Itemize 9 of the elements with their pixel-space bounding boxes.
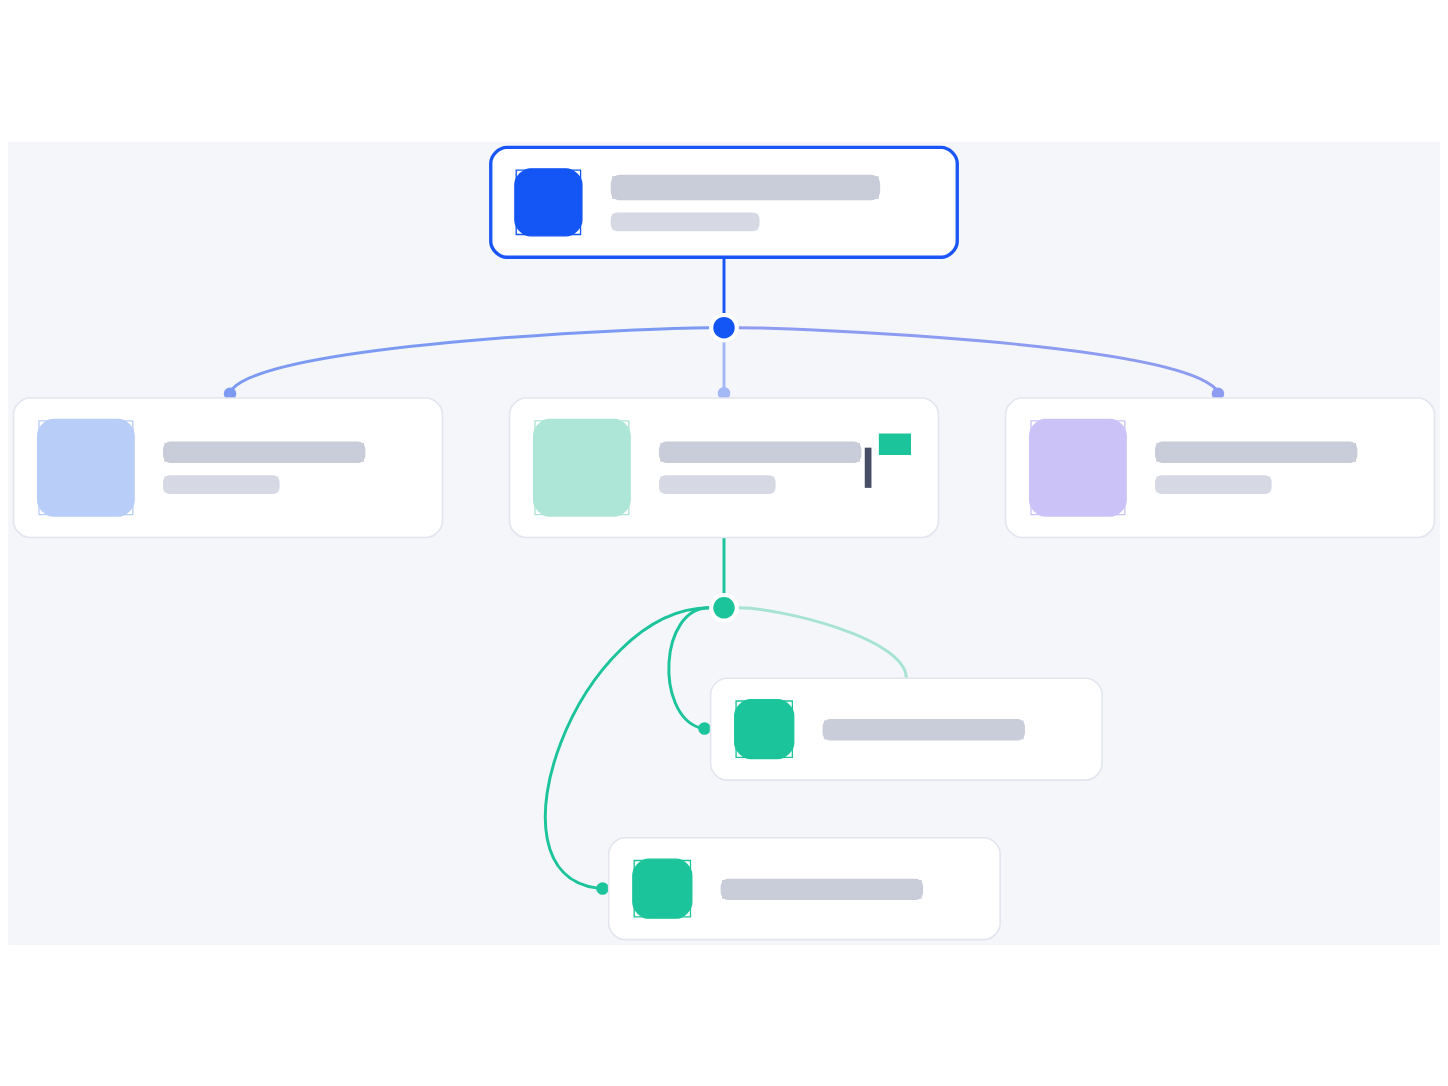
node-box [489,145,959,259]
node-box [12,396,444,538]
node-box [607,836,1001,940]
node-circle [709,592,739,623]
node-box [709,676,1103,781]
node-box [1004,396,1436,538]
node-box [508,396,940,538]
connector [544,605,710,895]
node-circle [709,312,739,342]
